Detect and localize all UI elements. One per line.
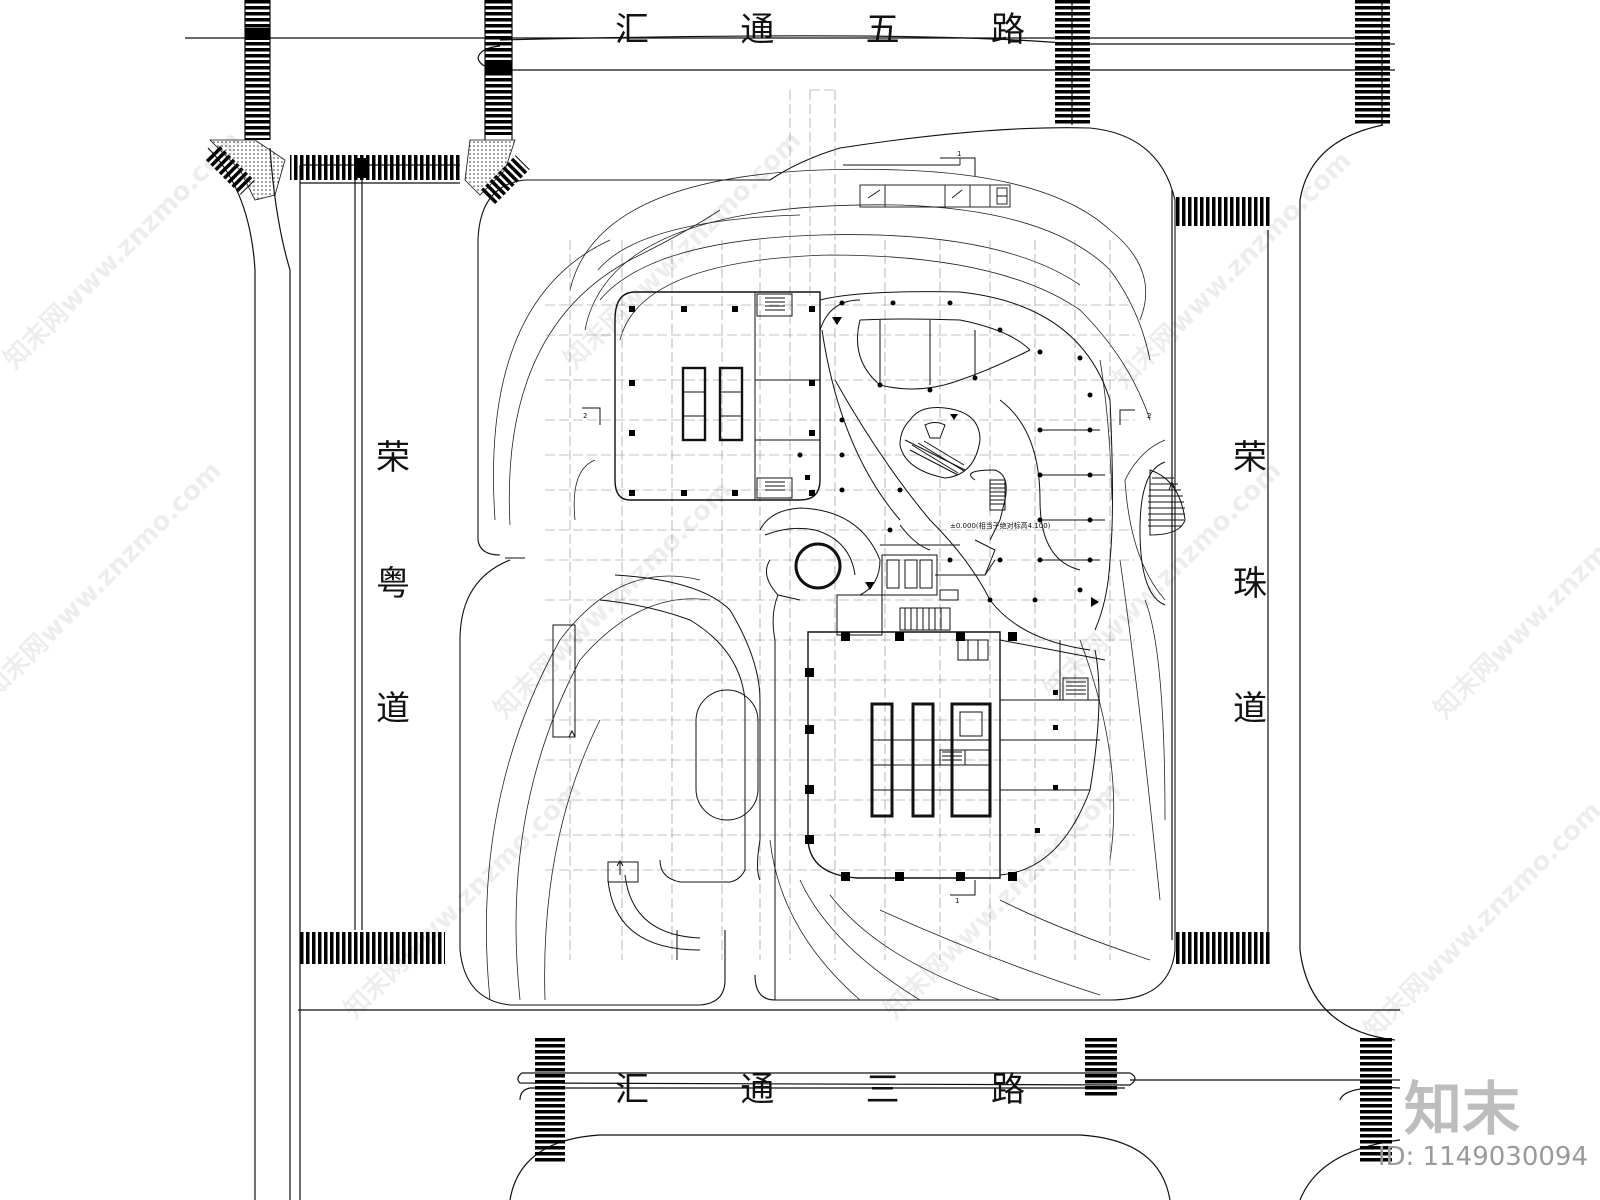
northwest-tower-columns (629, 306, 815, 496)
southeast-tower (807, 631, 1106, 879)
brand-logo: 知末 (1403, 1075, 1520, 1143)
brand-id-text: ID: 1149030094 (1377, 1142, 1588, 1172)
north-road-char: 五 (865, 10, 900, 50)
section-mark-label: 1 (957, 150, 962, 158)
podium-columns (797, 300, 1093, 603)
south-road-char: 三 (865, 1070, 900, 1110)
west-road-char: 道 (376, 689, 410, 729)
north-road-char: 汇 (615, 10, 649, 50)
east-entry-stair (1139, 461, 1186, 606)
section-mark-label: 2 (1147, 412, 1152, 420)
south-road-char: 路 (990, 1070, 1025, 1110)
section-mark-label: 2 (583, 412, 588, 420)
south-road-char: 通 (740, 1070, 775, 1110)
east-road-char: 珠 (1233, 563, 1267, 604)
southeast-tower-columns (805, 632, 1058, 881)
east-road-char: 道 (1233, 689, 1267, 729)
west-road-char: 粤 (376, 563, 410, 604)
podium-retail (819, 291, 1113, 651)
section-marks (582, 157, 1135, 896)
west-road-char: 荣 (376, 438, 410, 478)
north-road-char: 路 (990, 10, 1025, 50)
west-road-name: 荣 粤 道 (373, 430, 413, 730)
south-road-name: 汇 通 三 路 (615, 1062, 1025, 1111)
elevation-note: ±0.000(相当于绝对标高4.100) (950, 522, 1051, 530)
entrance-arrows (832, 317, 1099, 607)
north-road-name: 汇 通 五 路 (615, 2, 1025, 51)
east-road-name: 荣 珠 道 (1230, 430, 1270, 730)
zebra-crossings (205, 0, 1392, 1163)
south-road-char: 汇 (615, 1070, 649, 1110)
east-road-char: 荣 (1233, 438, 1267, 478)
site-boundary (459, 127, 1176, 1006)
landscape-curves (486, 168, 1166, 1001)
entrance-canopy (843, 157, 1011, 208)
west-ramp (505, 557, 761, 960)
northwest-tower (614, 291, 821, 501)
north-road-char: 通 (740, 10, 775, 50)
dropoff-plaza (759, 507, 996, 1000)
section-mark-label: 1 (955, 897, 960, 905)
